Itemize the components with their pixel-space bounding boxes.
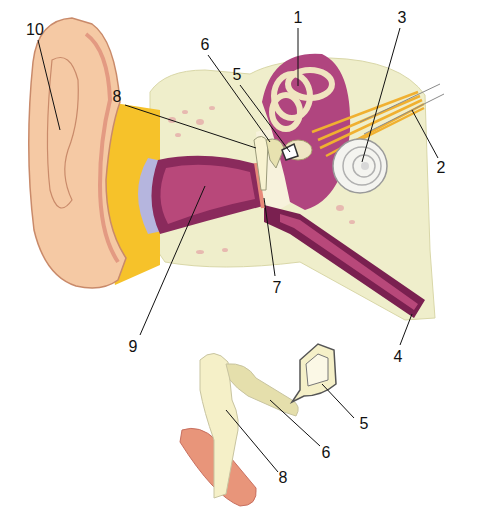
nerve-sheath [360, 84, 444, 134]
malleus [254, 136, 268, 190]
cochlea [333, 139, 387, 193]
incus-inset [226, 364, 298, 416]
eustachian-tube-inner [280, 214, 418, 310]
pinna-rim [86, 34, 118, 262]
callout-number: 6 [201, 37, 210, 53]
callout-number: 5 [360, 416, 369, 432]
incus [266, 139, 284, 168]
ear-canal [151, 156, 263, 234]
callout-number: 8 [279, 470, 288, 486]
stapes-inset [292, 344, 336, 402]
pinna [29, 18, 126, 288]
stapes-opening [306, 354, 328, 386]
callout-number: 7 [273, 280, 282, 296]
callout-number: 10 [26, 22, 44, 38]
cochlea-turn [343, 147, 381, 185]
callout-number: 1 [294, 10, 303, 26]
semicircular-canals [272, 70, 332, 129]
eustachian-tube [264, 205, 425, 318]
leader-lines [38, 28, 438, 472]
callout-number: 2 [437, 160, 446, 176]
concha [47, 58, 78, 209]
callout-number: 6 [322, 445, 331, 461]
ear-canal-inner [160, 165, 255, 224]
callout-number: 8 [113, 89, 122, 105]
callout-number: 5 [233, 67, 242, 83]
callout-number: 4 [394, 349, 403, 365]
cochlea-apex [361, 162, 369, 170]
callout-number: 9 [129, 339, 138, 355]
callout-number: 3 [398, 10, 407, 26]
cochlea-turn [353, 155, 375, 177]
